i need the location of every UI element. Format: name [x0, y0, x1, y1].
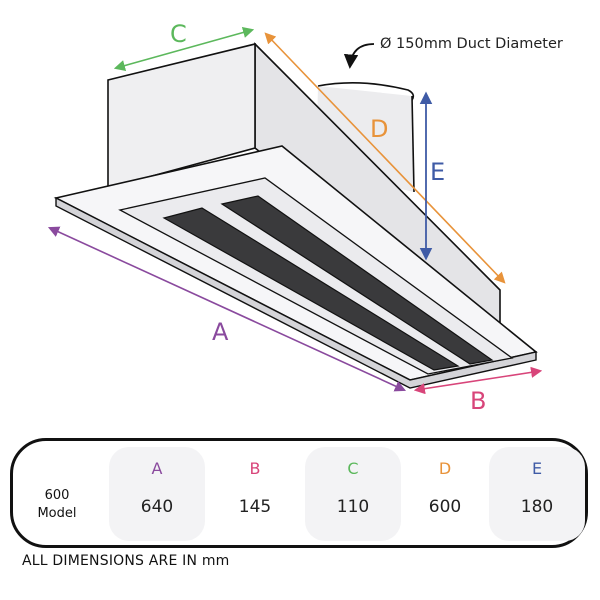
dimension-b: B: [413, 366, 543, 415]
dimension-d: D: [264, 32, 506, 284]
dimension-e: E: [419, 91, 445, 261]
dimension-e-label: E: [430, 158, 445, 186]
column-a-header: A: [151, 459, 163, 478]
dimension-c: C: [113, 20, 255, 71]
column-e: E 180: [489, 447, 585, 541]
column-d: D 600: [397, 447, 493, 541]
dimension-d-label: D: [370, 115, 388, 143]
column-b-header: B: [249, 459, 261, 478]
column-a-value: 640: [140, 497, 174, 517]
dimension-c-label: C: [170, 20, 187, 48]
column-d-value: 600: [428, 497, 462, 517]
column-a: A 640: [109, 447, 205, 541]
column-e-value: 180: [520, 497, 554, 517]
dimension-a-label: A: [212, 318, 229, 346]
column-b-value: 145: [238, 497, 272, 517]
model-label: 600 Model: [27, 487, 87, 523]
duct-callout: Ø 150mm Duct Diameter: [343, 36, 563, 69]
dimension-table: 600 Model A 640 B 145 C 110 D 600 E 180: [10, 438, 588, 548]
dimension-b-label: B: [470, 387, 486, 415]
diffuser-diagram: A B C D E Ø 150mm Duct Diameter: [47, 20, 563, 415]
model-size: 600: [44, 488, 70, 503]
column-d-header: D: [438, 459, 452, 478]
duct-callout-text: Ø 150mm Duct Diameter: [380, 36, 563, 52]
column-e-header: E: [531, 459, 543, 478]
column-c: C 110: [305, 447, 401, 541]
model-word: Model: [37, 506, 77, 521]
column-c-header: C: [347, 459, 359, 478]
column-b: B 145: [207, 447, 303, 541]
dimension-a: A: [47, 226, 407, 392]
units-footnote: ALL DIMENSIONS ARE IN mm: [22, 553, 230, 569]
column-c-value: 110: [336, 497, 370, 517]
